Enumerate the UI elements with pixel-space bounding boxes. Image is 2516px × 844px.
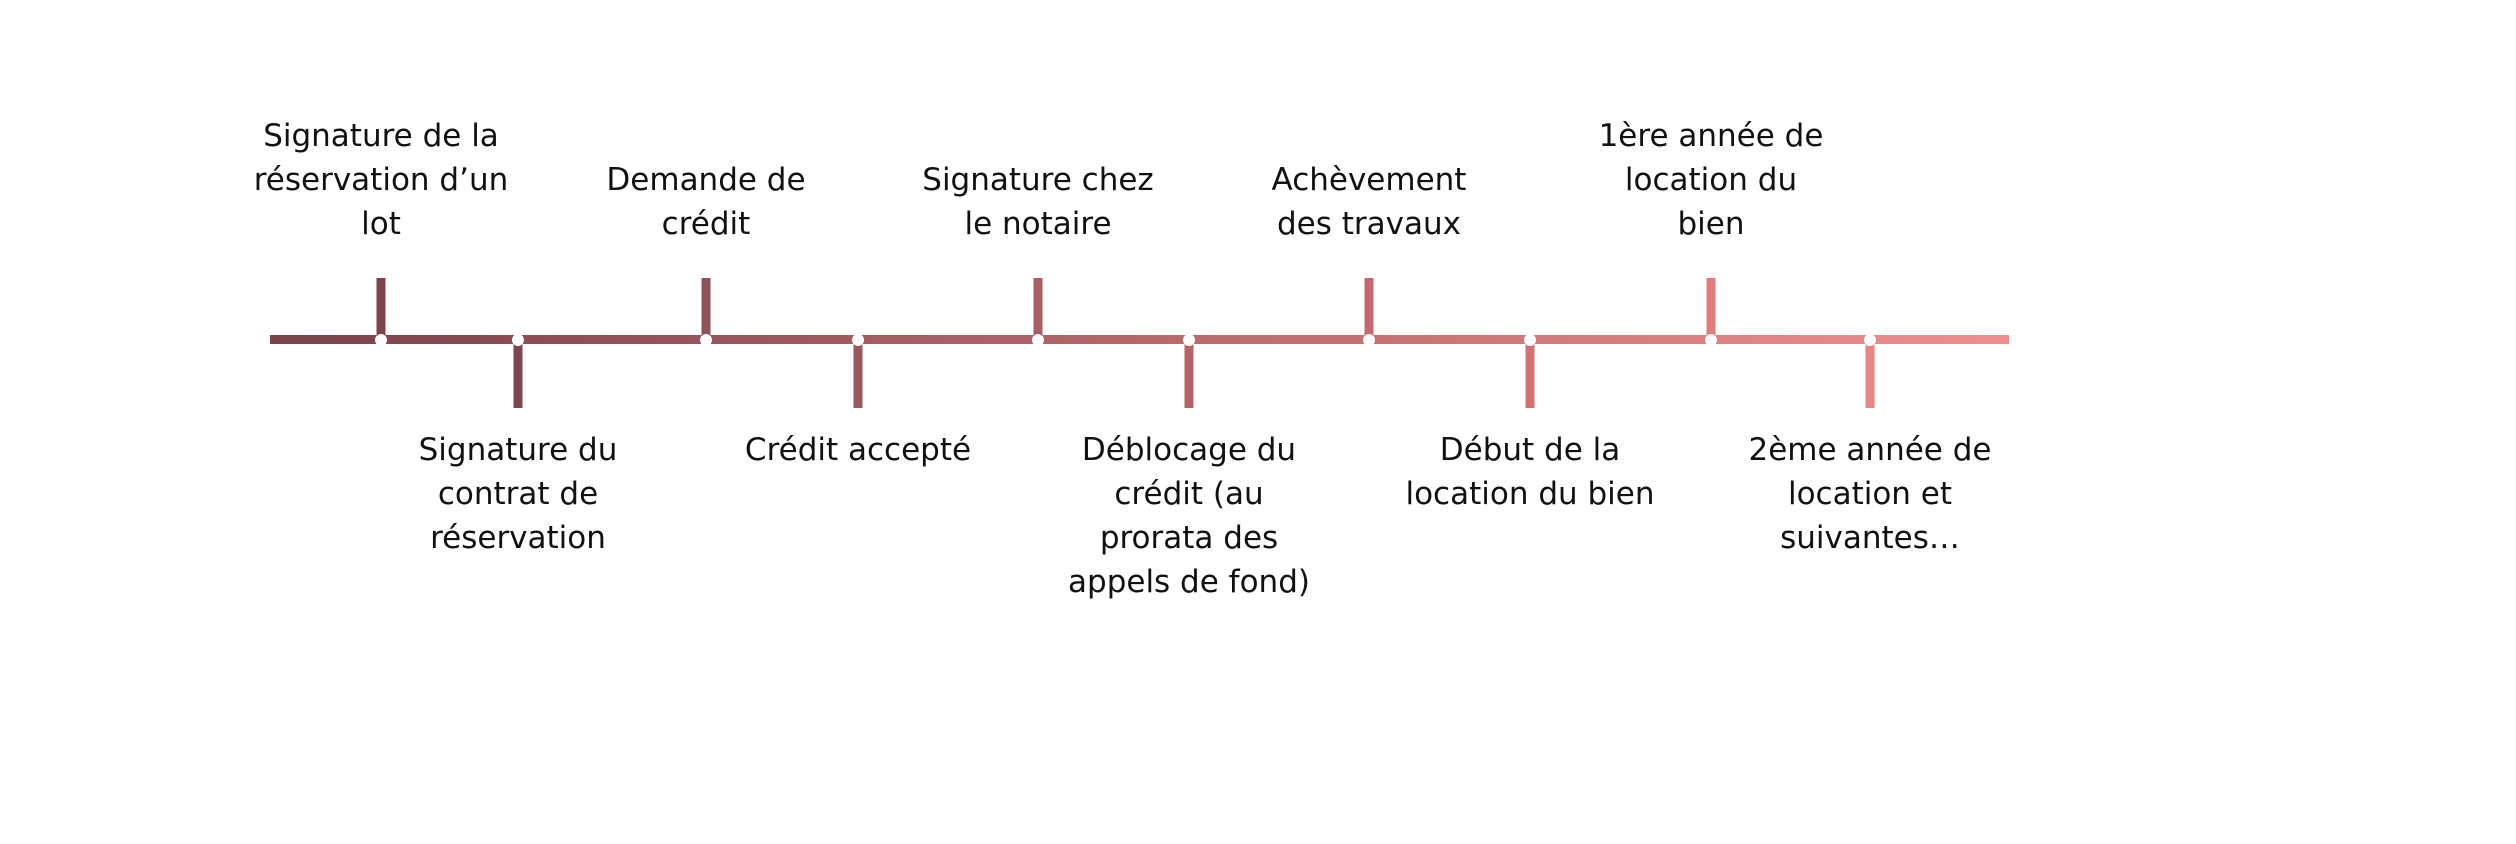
timeline-step-label: Achèvement des travaux xyxy=(1271,162,1467,242)
timeline-axis xyxy=(270,335,2009,344)
timeline-tick xyxy=(1865,340,1875,408)
timeline-tick xyxy=(853,340,863,408)
timeline-step-label: Crédit accepté xyxy=(744,432,972,468)
timeline-step-label: Signature chez le notaire xyxy=(922,162,1154,242)
timeline-node xyxy=(512,334,524,346)
timeline-tick xyxy=(1184,340,1194,408)
timeline-node xyxy=(375,334,387,346)
timeline-step-label: Signature du contrat de réservation xyxy=(418,432,618,556)
timeline-node xyxy=(1705,334,1717,346)
timeline-node xyxy=(1032,334,1044,346)
timeline-step-label: 1ère année de location du bien xyxy=(1598,118,1824,242)
timeline-node xyxy=(852,334,864,346)
timeline-tick xyxy=(701,278,711,340)
timeline-step-label: Déblocage du crédit (au prorata des appe… xyxy=(1068,432,1310,600)
timeline-tick xyxy=(1364,278,1374,340)
timeline-tick xyxy=(1706,278,1716,340)
timeline-node xyxy=(1864,334,1876,346)
timeline-tick xyxy=(376,278,386,340)
timeline-node xyxy=(700,334,712,346)
timeline-tick xyxy=(513,340,523,408)
timeline-tick xyxy=(1525,340,1535,408)
timeline-step-label: Début de la location du bien xyxy=(1405,432,1655,512)
timeline-node xyxy=(1183,334,1195,346)
timeline-tick xyxy=(1033,278,1043,340)
timeline-step-label: Signature de la réservation d’un lot xyxy=(253,118,509,242)
timeline-step-label: Demande de crédit xyxy=(606,162,806,242)
timeline-node xyxy=(1363,334,1375,346)
timeline-node xyxy=(1524,334,1536,346)
timeline-step-label: 2ème année de location et suivantes… xyxy=(1748,432,1992,556)
